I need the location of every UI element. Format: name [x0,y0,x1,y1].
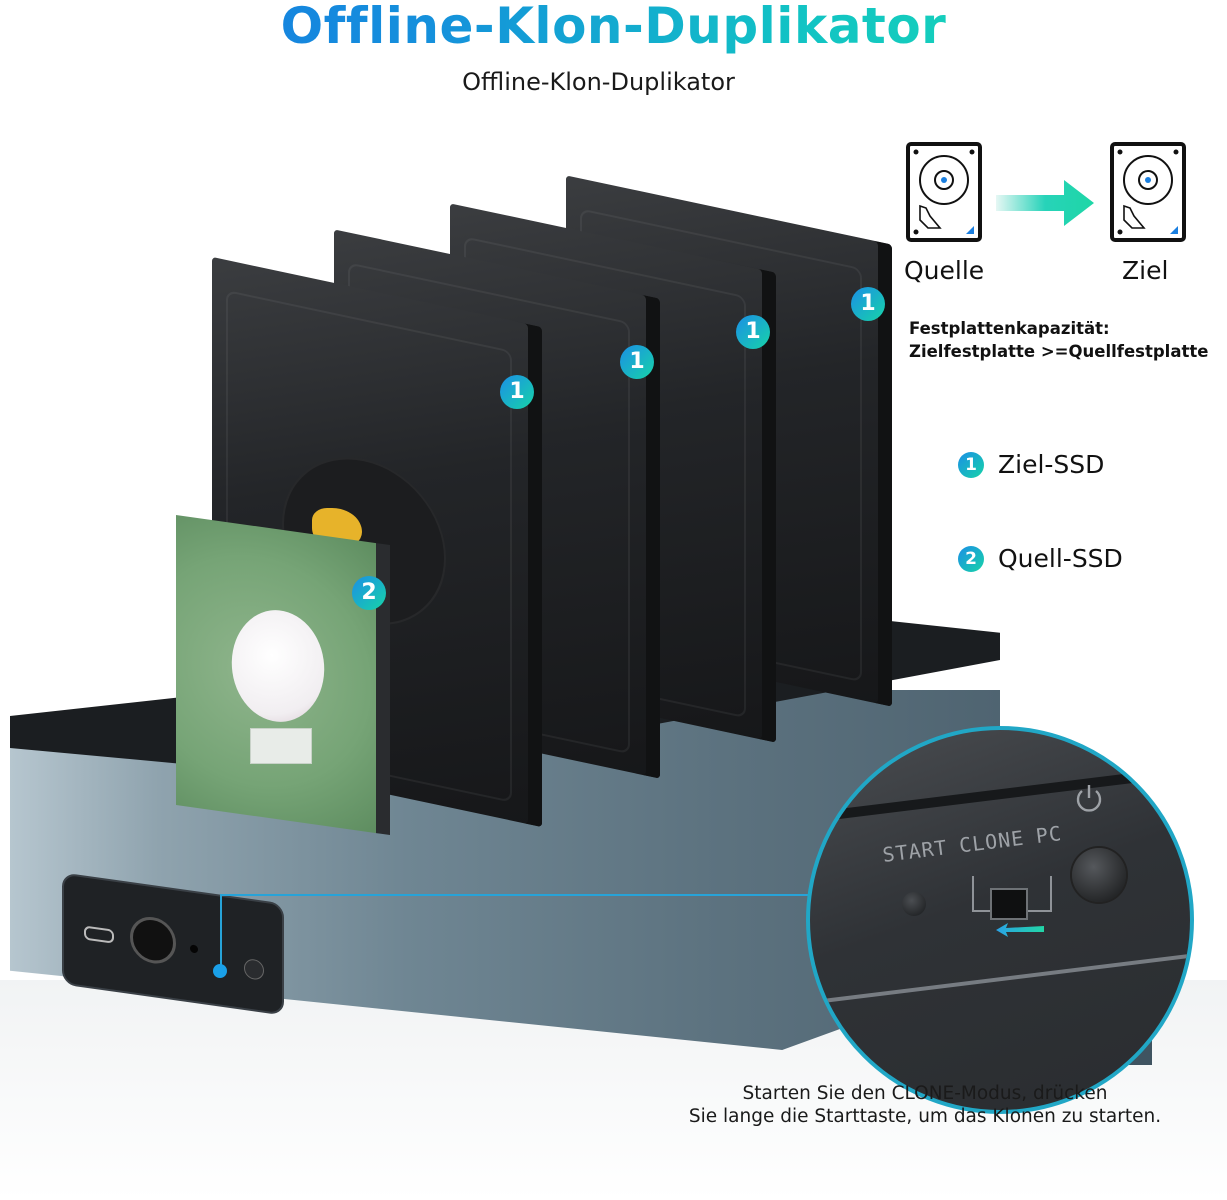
number-badge-icon: 1 [851,287,885,321]
mode-switch[interactable] [990,888,1028,920]
arrow-right-icon [996,178,1096,232]
power-button[interactable] [244,957,264,981]
panel-edge [811,951,1190,1005]
start-button-small[interactable] [190,944,198,954]
power-button[interactable] [1072,848,1126,902]
source-label: Quelle [904,256,985,285]
instruction-caption: Starten Sie den CLONE-Modus, drücken Sie… [640,1082,1210,1128]
target-disk [1110,142,1186,246]
legend-label: Ziel-SSD [998,450,1105,479]
callout-leader-line [220,894,810,896]
start-button[interactable] [902,892,926,916]
callout-leader-line [220,894,222,974]
power-jack[interactable] [130,913,176,967]
usb-c-port[interactable] [84,925,114,944]
pc-label: PC [1034,821,1064,849]
legend-item-source: 2 Quell-SSD [958,544,1123,573]
pcb-sticker [250,728,312,764]
target-label: Ziel [1122,256,1169,285]
legend-label: Quell-SSD [998,544,1123,573]
callout-anchor-dot [213,964,227,978]
number-badge-icon: 2 [352,576,386,610]
arrow-left-icon [996,922,1046,937]
switch-closeup: START CLONE PC [806,726,1194,1114]
page-subtitle: Offline-Klon-Duplikator [462,68,735,96]
caption-line-2: Sie lange die Starttaste, um das Klonen … [688,1106,1162,1127]
power-icon [1074,782,1104,812]
capacity-note-rule: Zielfestplatte >=Quellfestplatte [909,342,1209,361]
number-badge-icon: 1 [500,375,534,409]
start-label: START [881,835,949,867]
capacity-note-title: Festplattenkapazität: [909,319,1110,338]
hard-disk-icon [1110,142,1186,242]
number-badge-icon: 1 [620,345,654,379]
caption-line-1: Starten Sie den CLONE-Modus, drücken [742,1083,1108,1104]
number-badge-icon: 1 [736,315,770,349]
number-badge-icon: 2 [958,545,984,572]
legend-item-target: 1 Ziel-SSD [958,450,1104,479]
page-title: Offline-Klon-Duplikator [0,0,1227,56]
source-disk [906,142,982,246]
number-badge-icon: 1 [958,451,984,478]
clone-label: CLONE [957,825,1026,858]
hard-disk-icon [906,142,982,242]
switch-labels: START CLONE PC [881,821,1063,867]
